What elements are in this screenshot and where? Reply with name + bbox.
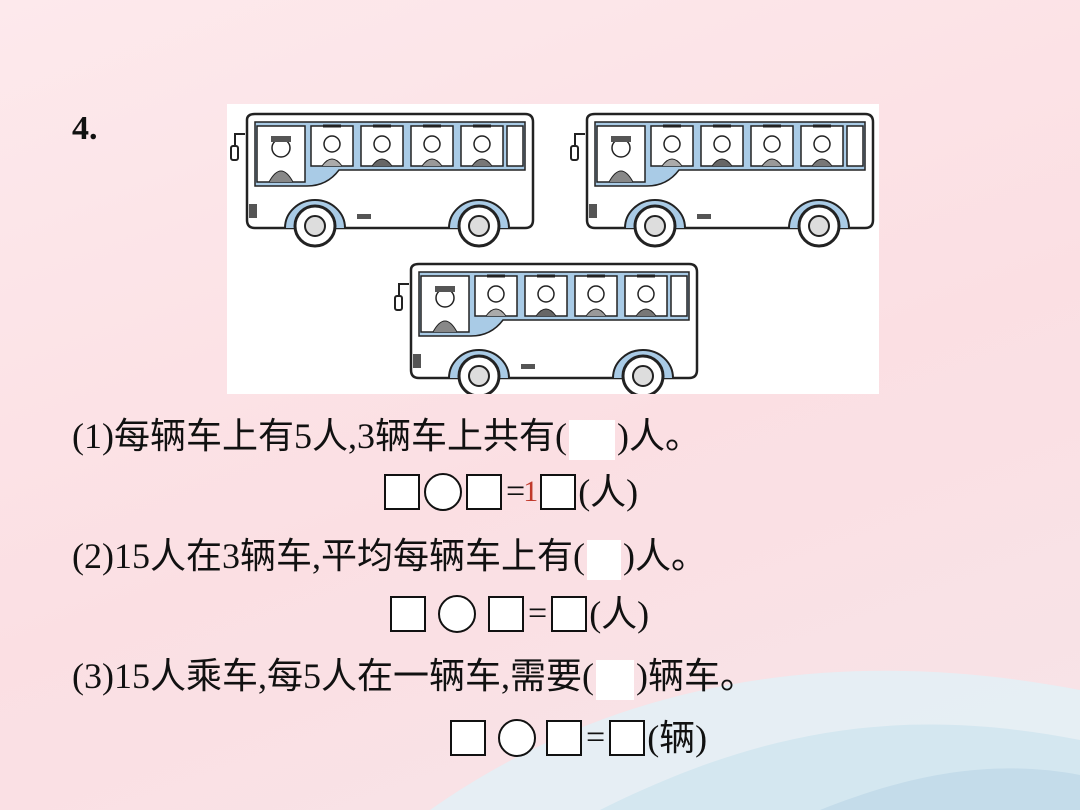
equation-3-operand-box-b[interactable] [546,720,582,756]
equation-2-operand-box-a[interactable] [390,596,426,632]
equation-1-operator-circle[interactable] [424,473,462,511]
equation-3: = (辆) [448,716,707,760]
answer-blank-1[interactable] [568,419,615,460]
question-3-text: (3)15人乘车,每5人在一辆车,需要( [72,656,594,696]
equation-2-operand-box-b[interactable] [488,596,524,632]
question-2-text: (2)15人在3辆车,平均每辆车上有( [72,536,585,576]
equation-2-result-box[interactable] [551,596,588,632]
bus-illustration-svg [229,112,875,398]
equation-3-equals: = [586,719,606,756]
equation-1-unit: (人) [578,472,639,512]
answer-blank-2[interactable] [586,539,621,580]
equation-1-equals: = [506,473,526,510]
bus-3 [393,262,699,398]
equation-3-unit: (辆) [647,718,708,758]
equation-2-unit: (人) [589,594,650,634]
bus-illustration [227,104,879,398]
equation-2-operator-circle[interactable] [438,595,476,633]
equation-2-equals: = [528,595,548,632]
question-2-text-end: )人。 [622,536,707,576]
question-1-text-end: )人。 [616,416,701,456]
bus-1 [229,112,535,248]
equation-3-operator-circle[interactable] [498,719,536,757]
question-3: (3)15人乘车,每5人在一辆车,需要( )辆车。 [72,654,756,700]
equation-1-result-box[interactable] [540,474,577,510]
equation-1-operand-box-b[interactable] [466,474,502,510]
question-1-text: (1)每辆车上有5人,3辆车上共有( [72,416,567,456]
equation-1: = 1 (人) [382,470,638,514]
equation-2: = (人) [388,592,649,636]
question-number: 4. [72,110,98,147]
question-2: (2)15人在3辆车,平均每辆车上有( )人。 [72,534,707,580]
equation-3-operand-box-a[interactable] [450,720,486,756]
equation-1-red-mark: 1 [523,475,539,508]
question-3-text-end: )辆车。 [635,656,756,696]
equation-3-result-box[interactable] [609,720,646,756]
equation-1-operand-box-a[interactable] [384,474,420,510]
bus-2 [569,112,875,248]
answer-blank-3[interactable] [595,659,634,700]
question-1: (1)每辆车上有5人,3辆车上共有( )人。 [72,414,701,460]
